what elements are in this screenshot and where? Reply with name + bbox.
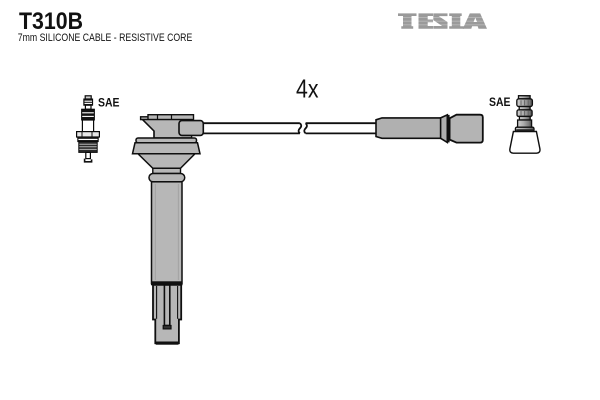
svg-text:T310B: T310B <box>19 8 83 35</box>
svg-text:SAE: SAE <box>489 96 511 109</box>
svg-text:7mm SILICONE CABLE - RESISTIV: 7mm SILICONE CABLE - RESISTIVE CORE <box>18 32 193 44</box>
svg-text:SAE: SAE <box>98 96 120 109</box>
svg-text:4x: 4x <box>296 73 319 103</box>
